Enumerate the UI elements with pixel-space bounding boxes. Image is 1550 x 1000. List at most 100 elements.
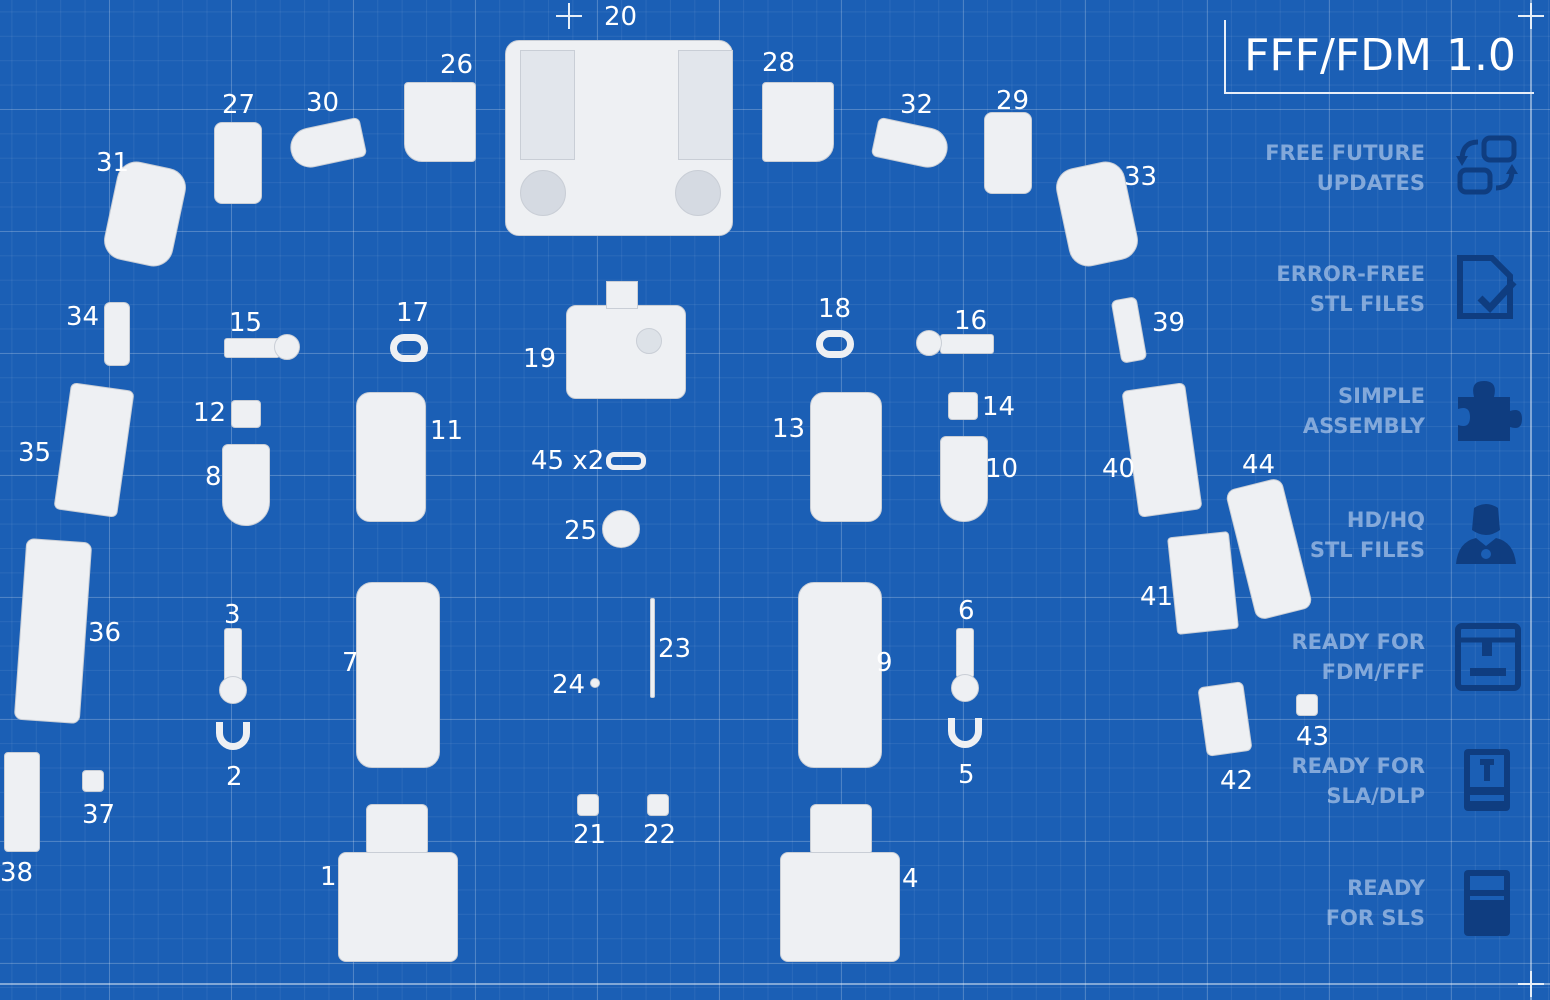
part-1-top bbox=[366, 804, 428, 856]
part-10 bbox=[940, 436, 988, 522]
label-39: 39 bbox=[1152, 308, 1186, 338]
puzzle-icon bbox=[1458, 381, 1522, 441]
version-badge: FFF/FDM 1.0 bbox=[1244, 30, 1516, 81]
feature-line1: SIMPLE bbox=[1338, 384, 1425, 408]
part-torso-left-pod bbox=[520, 50, 575, 160]
label-29: 29 bbox=[996, 86, 1030, 116]
label-9: 9 bbox=[876, 648, 893, 678]
part-21 bbox=[577, 794, 599, 816]
feature-sls: READY FOR SLS bbox=[1240, 873, 1425, 933]
label-24: 24 bbox=[552, 670, 586, 700]
label-41: 41 bbox=[1140, 582, 1174, 612]
part-2 bbox=[216, 722, 250, 750]
part-42 bbox=[1197, 681, 1253, 757]
part-13 bbox=[810, 392, 882, 522]
label-23: 23 bbox=[658, 634, 692, 664]
feature-updates: FREE FUTURE UPDATES bbox=[1240, 138, 1425, 198]
label-11: 11 bbox=[430, 416, 464, 446]
part-torso-right-port bbox=[675, 170, 721, 216]
label-4: 4 bbox=[902, 864, 919, 894]
feature-line2: FOR SLS bbox=[1325, 906, 1425, 930]
part-1-foot bbox=[338, 852, 458, 962]
part-16-ball bbox=[916, 330, 942, 356]
refresh-icon bbox=[1456, 135, 1518, 195]
part-3-pin bbox=[224, 628, 242, 682]
part-6-ball bbox=[951, 674, 979, 702]
part-45 bbox=[606, 452, 646, 470]
label-19: 19 bbox=[523, 344, 557, 374]
feature-assembly: SIMPLE ASSEMBLY bbox=[1240, 381, 1425, 441]
part-23 bbox=[650, 598, 655, 698]
label-45: 45 x2 bbox=[531, 446, 605, 476]
label-32: 32 bbox=[900, 90, 934, 120]
label-26: 26 bbox=[440, 50, 474, 80]
label-27: 27 bbox=[222, 90, 256, 120]
label-6: 6 bbox=[958, 596, 975, 626]
label-37: 37 bbox=[82, 800, 116, 830]
part-17 bbox=[390, 334, 428, 362]
badge-frame bbox=[1224, 20, 1534, 94]
feature-line2: STL FILES bbox=[1309, 538, 1425, 562]
part-torso-right-pod bbox=[678, 50, 733, 160]
label-5: 5 bbox=[958, 760, 975, 790]
part-4-foot bbox=[780, 852, 900, 962]
feature-line1: READY bbox=[1347, 876, 1425, 900]
feature-line2: STL FILES bbox=[1309, 292, 1425, 316]
feature-line2: FDM/FFF bbox=[1321, 660, 1425, 684]
robot-head-icon bbox=[1456, 504, 1516, 564]
part-43 bbox=[1296, 694, 1318, 716]
sla-printer-icon bbox=[1464, 749, 1510, 811]
part-27 bbox=[214, 122, 262, 204]
label-3: 3 bbox=[224, 600, 241, 630]
label-20: 20 bbox=[604, 2, 638, 32]
label-15: 15 bbox=[229, 308, 263, 338]
part-head bbox=[566, 305, 686, 399]
part-6-pin bbox=[956, 628, 974, 678]
label-25: 25 bbox=[564, 516, 598, 546]
part-7 bbox=[356, 582, 440, 768]
feature-line1: READY FOR bbox=[1291, 754, 1425, 778]
part-41 bbox=[1167, 531, 1239, 635]
part-34 bbox=[104, 302, 130, 366]
feature-sla: READY FOR SLA/DLP bbox=[1240, 751, 1425, 811]
label-14: 14 bbox=[982, 392, 1016, 422]
part-head-top bbox=[606, 281, 638, 309]
feature-line2: SLA/DLP bbox=[1326, 784, 1425, 808]
feature-stl: ERROR-FREE STL FILES bbox=[1240, 259, 1425, 319]
part-head-dial bbox=[636, 328, 662, 354]
file-check-icon bbox=[1457, 255, 1517, 319]
label-42: 42 bbox=[1220, 766, 1254, 796]
label-10: 10 bbox=[985, 454, 1019, 484]
label-13: 13 bbox=[772, 414, 806, 444]
label-33: 33 bbox=[1124, 162, 1158, 192]
part-22 bbox=[647, 794, 669, 816]
label-35: 35 bbox=[18, 438, 52, 468]
label-12: 12 bbox=[193, 398, 227, 428]
part-14 bbox=[948, 392, 978, 420]
part-37 bbox=[82, 770, 104, 792]
feature-hdhq: HD/HQ STL FILES bbox=[1240, 505, 1425, 565]
label-18: 18 bbox=[818, 294, 852, 324]
feature-line2: UPDATES bbox=[1316, 171, 1425, 195]
part-25 bbox=[602, 510, 640, 548]
part-15-shaft bbox=[224, 338, 280, 358]
label-34: 34 bbox=[66, 302, 100, 332]
label-1: 1 bbox=[320, 862, 337, 892]
part-9 bbox=[798, 582, 882, 768]
label-40: 40 bbox=[1102, 454, 1136, 484]
part-8 bbox=[222, 444, 270, 526]
part-shoulder-right bbox=[762, 82, 834, 162]
part-29 bbox=[984, 112, 1032, 194]
part-16-shaft bbox=[940, 334, 994, 354]
part-24 bbox=[590, 678, 600, 688]
label-17: 17 bbox=[396, 298, 430, 328]
part-torso-left-port bbox=[520, 170, 566, 216]
feature-line1: HD/HQ bbox=[1346, 508, 1425, 532]
part-36 bbox=[13, 537, 93, 725]
label-44: 44 bbox=[1242, 450, 1276, 480]
label-31: 31 bbox=[96, 148, 130, 178]
sls-printer-icon bbox=[1464, 870, 1510, 936]
feature-line2: ASSEMBLY bbox=[1302, 414, 1425, 438]
label-16: 16 bbox=[954, 306, 988, 336]
part-12 bbox=[231, 400, 261, 428]
